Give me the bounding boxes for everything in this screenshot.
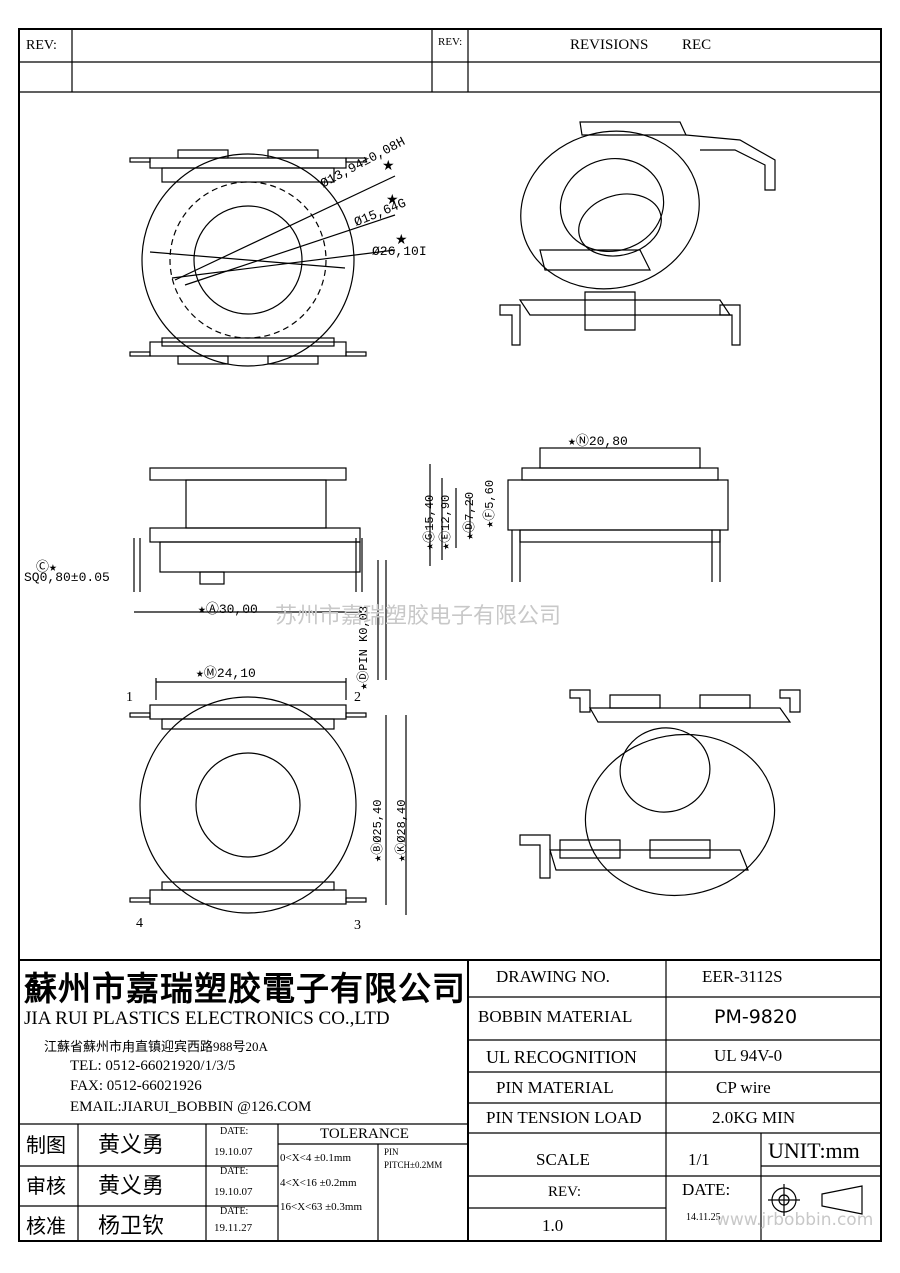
- scale-label: SCALE: [536, 1150, 590, 1169]
- dim-d3: Ø26,10I: [372, 244, 427, 259]
- drawing-frame: [18, 28, 882, 1242]
- approval-role-approve: 核准: [26, 1216, 66, 1238]
- tolerance-pin-pitch: PITCH±0.2MM: [384, 1160, 443, 1170]
- pin-label-3: 3: [354, 918, 361, 933]
- approval-date-check: 19.10.07: [214, 1186, 253, 1198]
- approval-date-label-approve: DATE:: [220, 1206, 249, 1217]
- approval-name-check: 黄义勇: [98, 1173, 165, 1198]
- ul-value: UL 94V-0: [714, 1046, 783, 1065]
- approval-date-label-draw: DATE:: [220, 1126, 249, 1137]
- company-name-en: JIA RUI PLASTICS ELECTRONICS CO.,LTD: [24, 1008, 390, 1029]
- revisions-label: REVISIONS: [570, 37, 649, 53]
- company-address: 江蘇省蘇州市甪直镇迎宾西路988号20A: [44, 1039, 268, 1054]
- rev-label: REV:: [26, 38, 57, 53]
- tolerance-row-2: 4<X<16 ±0.2mm: [280, 1177, 357, 1189]
- pin-material-value: CP wire: [716, 1078, 771, 1097]
- approval-date-approve: 19.11.27: [214, 1222, 253, 1234]
- dim-sq: SQ0,80±0.05: [24, 570, 110, 585]
- rev-label-bottom: REV:: [548, 1184, 582, 1200]
- approval-name-approve: 杨卫钦: [98, 1213, 165, 1238]
- unit-label: UNIT:mm: [768, 1138, 860, 1163]
- pin-label-1: 1: [126, 690, 133, 705]
- drawing-no-label: DRAWING NO.: [496, 967, 610, 986]
- drawing-no-value: EER-3112S: [702, 967, 783, 986]
- dim-n-width: ★Ⓝ20,80: [568, 434, 628, 449]
- company-email: EMAIL:JIARUI_BOBBIN @126.COM: [70, 1099, 312, 1115]
- tension-label: PIN TENSION LOAD: [486, 1108, 642, 1127]
- approval-role-draw: 制图: [26, 1135, 66, 1157]
- website-watermark: www.jrbobbin.com: [716, 1210, 874, 1230]
- approval-role-check: 审核: [26, 1176, 66, 1198]
- material-label: BOBBIN MATERIAL: [478, 1007, 633, 1026]
- pin-label-4: 4: [136, 916, 143, 931]
- date-value: 14.11.25: [686, 1212, 721, 1223]
- rev-value: 1.0: [542, 1216, 564, 1235]
- approval-date-draw: 19.10.07: [214, 1146, 253, 1158]
- dim-sq-ref: Ⓒ★: [36, 560, 57, 575]
- star-icon: ★: [386, 192, 399, 208]
- approval-name-draw: 黄义勇: [98, 1132, 165, 1157]
- company-fax: FAX: 0512-66021926: [70, 1078, 202, 1094]
- tension-value: 2.0KG MIN: [712, 1108, 796, 1127]
- scale-value: 1/1: [688, 1150, 710, 1169]
- rev-label-mid: REV:: [438, 36, 463, 48]
- ul-label: UL RECOGNITION: [486, 1047, 637, 1067]
- tolerance-pin-label: PIN: [384, 1147, 399, 1157]
- material-value: PM-9820: [714, 1006, 798, 1028]
- dim-m-width: ★Ⓜ24,10: [196, 666, 256, 681]
- tolerance-row-3: 16<X<63 ±0.3mm: [280, 1201, 363, 1213]
- star-icon: ★: [395, 232, 408, 248]
- approval-date-label-check: DATE:: [220, 1166, 249, 1177]
- star-icon: ★: [382, 158, 395, 174]
- company-tel: TEL: 0512-66021920/1/3/5: [70, 1058, 236, 1074]
- dim-a-width: ★Ⓐ30,00: [198, 602, 258, 617]
- date-label: DATE:: [682, 1180, 731, 1199]
- watermark: 苏州市嘉瑞塑胶电子有限公司: [275, 604, 562, 629]
- pin-label-2: 2: [354, 690, 361, 705]
- tolerance-row-1: 0<X<4 ±0.1mm: [280, 1152, 352, 1164]
- rec-label: REC: [682, 37, 712, 53]
- pin-material-label: PIN MATERIAL: [496, 1078, 614, 1097]
- company-name-cn: 蘇州市嘉瑞塑胶電子有限公司: [24, 972, 466, 1008]
- tolerance-title: TOLERANCE: [320, 1126, 409, 1142]
